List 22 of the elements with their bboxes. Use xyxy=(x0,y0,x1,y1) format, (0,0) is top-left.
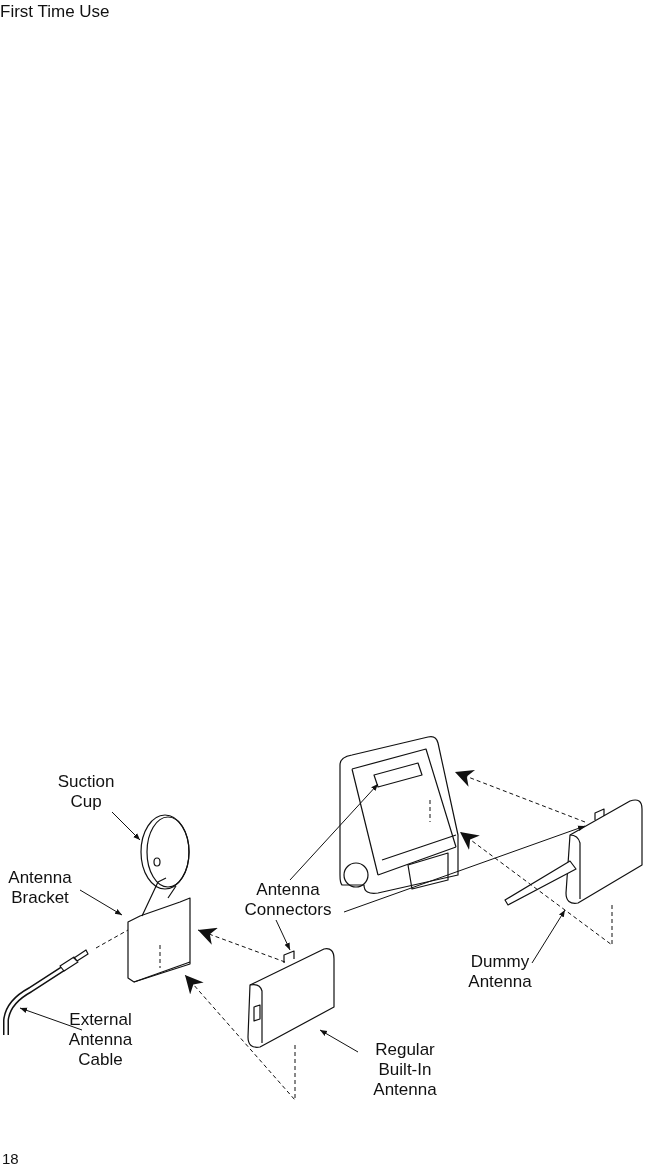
leader-line xyxy=(275,919,291,951)
part-label: Regular Built-In Antenna xyxy=(360,1040,450,1100)
dashed-guide-arrow xyxy=(459,831,613,946)
part-label: Antenna Connectors xyxy=(232,880,344,920)
leader-line xyxy=(319,1029,359,1053)
part-label: Dummy Antenna xyxy=(455,952,545,992)
antenna-drawing xyxy=(244,945,338,1050)
leader-line xyxy=(531,909,566,964)
dashed-guide-arrow xyxy=(197,927,286,963)
cradle-drawing xyxy=(338,735,460,895)
leader-line xyxy=(79,889,123,916)
dashed-guide-arrow xyxy=(454,770,586,823)
page-heading: First Time Use xyxy=(0,2,110,22)
page-number: 18 xyxy=(2,1150,19,1167)
leader-line xyxy=(19,1007,83,1031)
part-label: Antenna Bracket xyxy=(0,868,80,908)
part-label: Suction Cup xyxy=(50,772,122,812)
leader-line xyxy=(343,825,586,913)
leader-line xyxy=(111,811,141,841)
dashed-guide-arrow xyxy=(184,974,296,1101)
part-label: External Antenna Cable xyxy=(58,1010,143,1070)
leader-line xyxy=(289,783,379,881)
